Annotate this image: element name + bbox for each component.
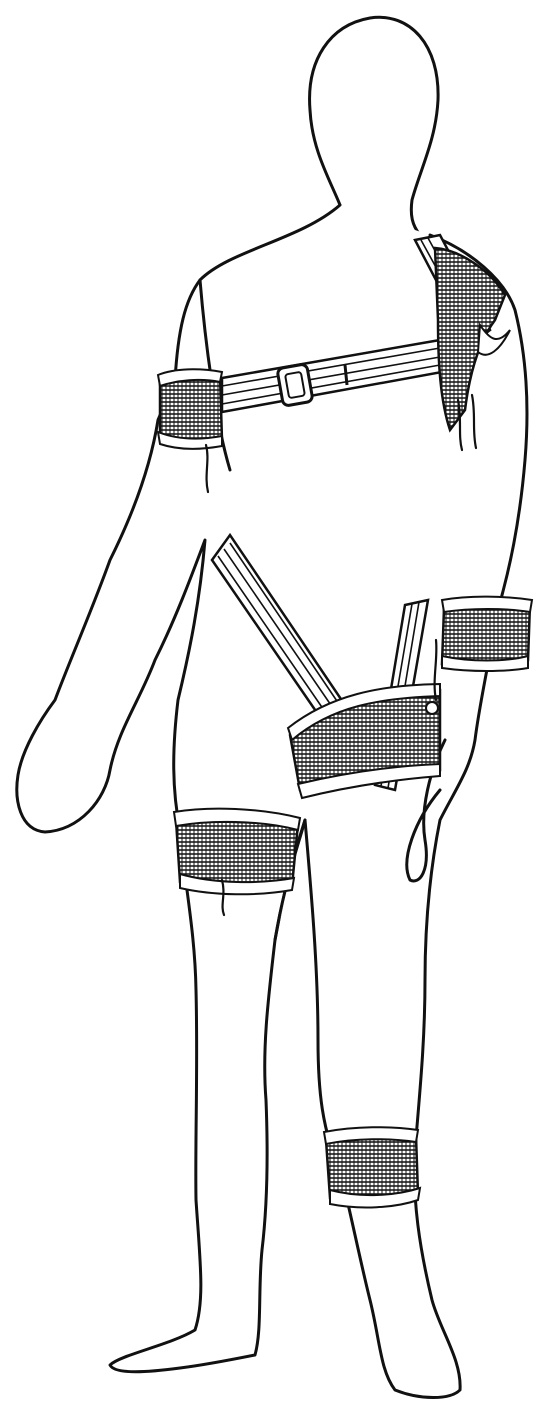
- shin-bandage: [324, 1127, 420, 1207]
- body-outline: [17, 17, 527, 1397]
- forearm-bandage: [442, 597, 532, 671]
